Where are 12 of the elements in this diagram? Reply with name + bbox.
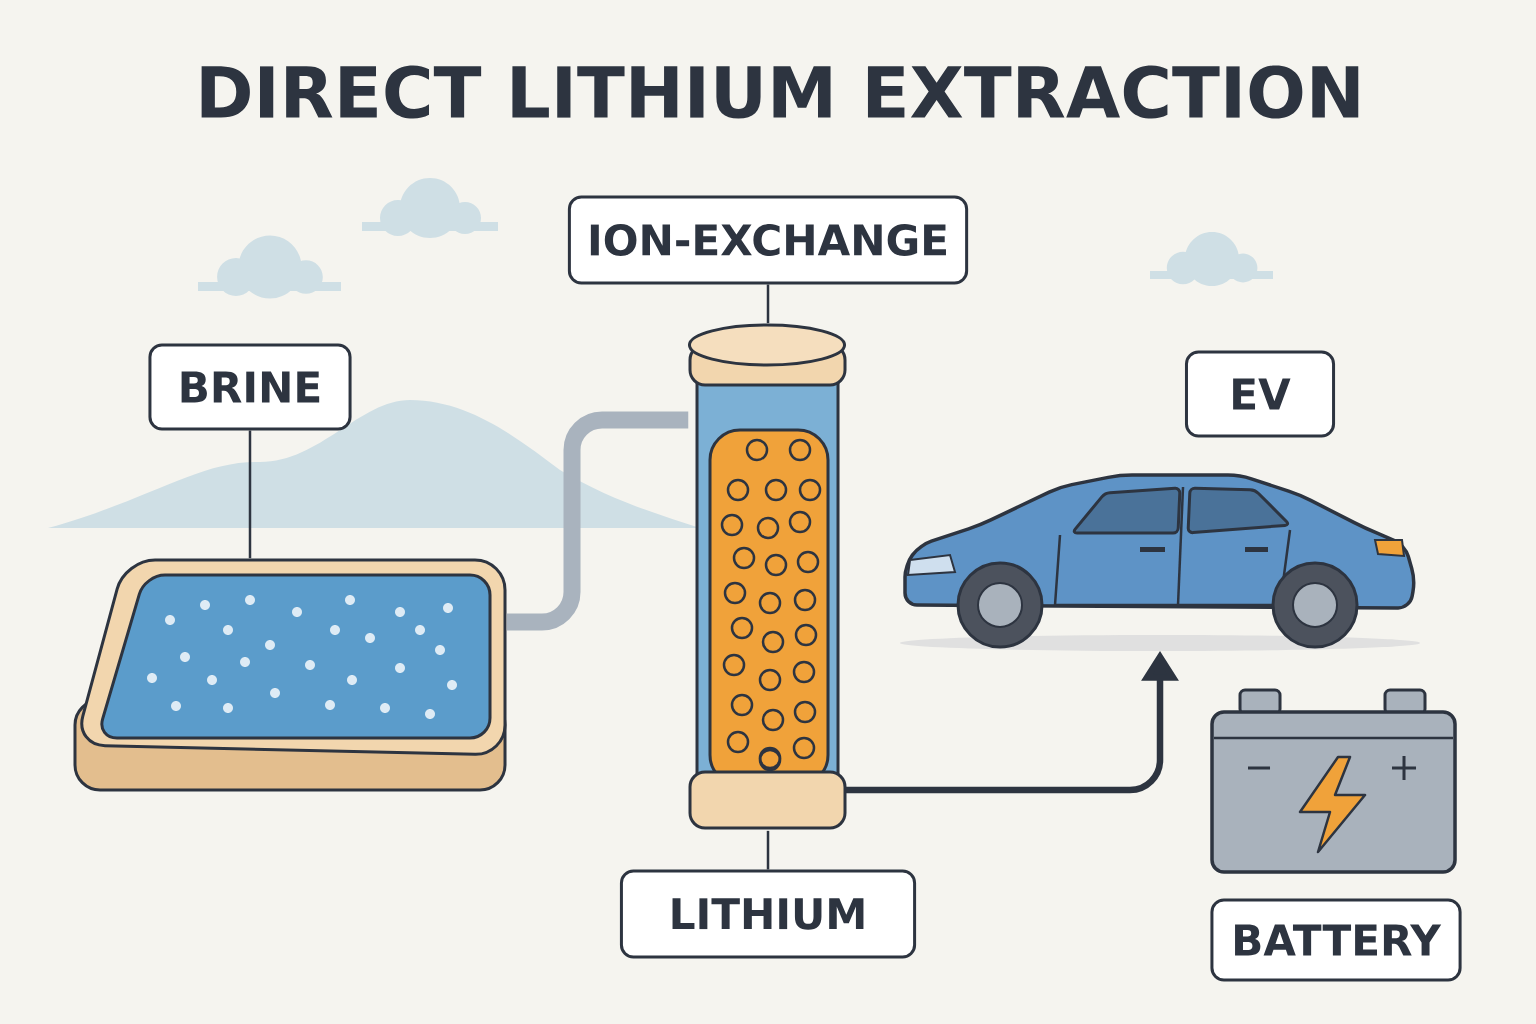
- leader-line: [248, 430, 252, 559]
- title: DIRECT LITHIUM EXTRACTION: [201, 65, 1359, 119]
- leader-line: [766, 830, 770, 870]
- column-drawing: [687, 323, 847, 830]
- label-box: LITHIUM: [619, 869, 917, 959]
- label-box: BRINE: [148, 343, 352, 431]
- label-box: EV: [1184, 350, 1336, 438]
- leader-line: [766, 284, 770, 324]
- pond-drawing: [73, 558, 507, 792]
- label-box: BATTERY: [1210, 898, 1462, 982]
- car-drawing: [899, 473, 1421, 651]
- label-box: ION-EXCHANGE: [567, 195, 969, 285]
